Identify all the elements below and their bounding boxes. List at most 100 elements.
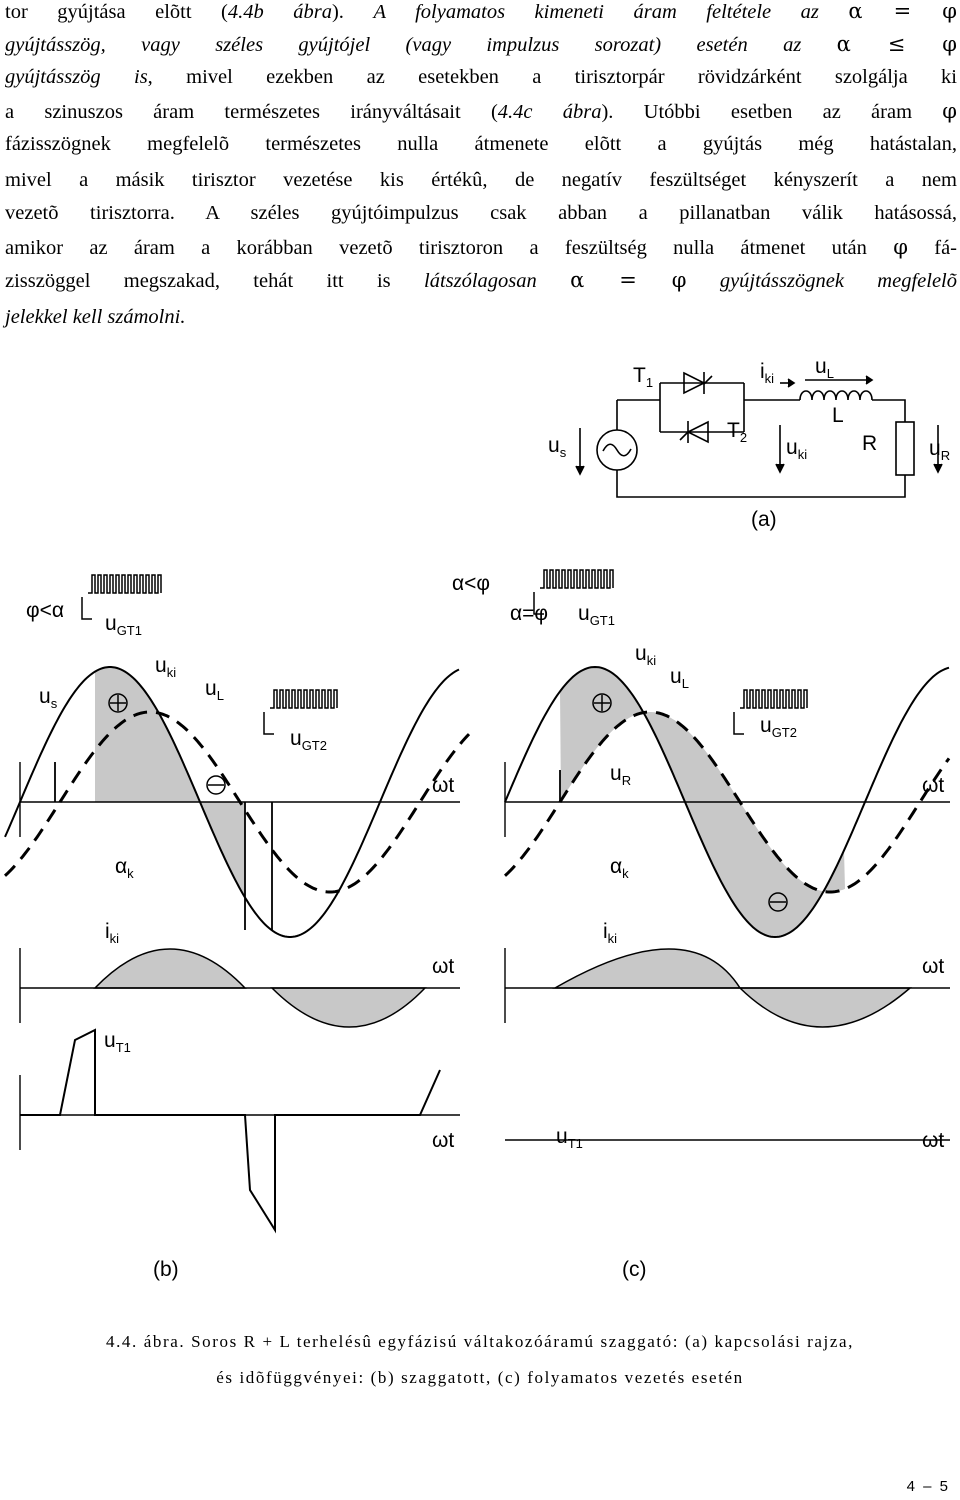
label-subscript: ki (608, 931, 618, 946)
label-subscript: k (622, 866, 629, 881)
label-uki: uki (635, 642, 656, 668)
panel-b-plots (3, 574, 471, 1234)
label-base: u (155, 654, 167, 677)
paragraph-text: jelekkel kell számolni. (5, 306, 186, 328)
label-us: us (39, 685, 58, 711)
minus-icon (206, 775, 226, 795)
label-subscript: R (941, 448, 950, 463)
label-phi-lt-alpha: φ<α (26, 599, 64, 622)
label-subscript: ki (798, 447, 808, 462)
waveform-plots (3, 569, 951, 1234)
label-base: u (929, 437, 941, 460)
resistor-icon (895, 421, 915, 476)
paragraph-text: α = φ (570, 268, 687, 292)
label-ugt1: uGT1 (105, 612, 142, 638)
label-subscript: ki (647, 653, 657, 668)
label-subscript: s (560, 445, 567, 460)
label-base: α (610, 855, 622, 878)
label-base: u (39, 685, 51, 708)
label-alpha-lt-phi: α<φ (452, 572, 490, 595)
paragraph-text: a szinuszos áram természetes irányváltás… (5, 101, 498, 123)
label-base: φ<α (26, 599, 64, 622)
label-base: u (578, 602, 590, 625)
label-base: α=φ (510, 602, 548, 625)
circuit-tag: (a) (751, 508, 777, 531)
label-ugt2: uGT2 (760, 714, 797, 740)
label-ut1: uT1 (556, 1125, 583, 1151)
label-base: u (290, 727, 302, 750)
label-base: (c) (622, 1258, 647, 1281)
label-base: ωt (432, 774, 454, 797)
gate-pulse-train (270, 689, 338, 709)
label-base: u (104, 1029, 116, 1052)
paragraph-text: φ (893, 235, 908, 259)
paragraph-text: φ (942, 99, 957, 123)
paragraph-line: a szinuszos áram természetes irányváltás… (5, 95, 957, 128)
paragraph-line: fázisszögnek megfelelõ természetes nulla… (5, 128, 957, 161)
label-subscript: T1 (568, 1136, 583, 1151)
label-base: α<φ (452, 572, 490, 595)
label-alpha-eq-phi: α=φ (510, 602, 548, 625)
paragraph-line: mivel a másik tirisztor vezetése kis ért… (5, 164, 957, 197)
label-us: us (548, 434, 567, 460)
label-base: u (205, 677, 217, 700)
paragraph-line: gyújtásszög, vagy széles gyújtójel (vagy… (5, 28, 957, 61)
page-number: 4 – 5 (906, 1478, 950, 1495)
label-omega-t: ωt (922, 955, 944, 978)
paragraph-text: tor gyújtása elõtt ( (5, 1, 228, 23)
paragraph-text: gyújtásszögnek megfelelõ (686, 270, 957, 292)
label-subscript: ki (110, 931, 120, 946)
label-base: ωt (432, 1129, 454, 1152)
label-subscript: GT1 (117, 623, 142, 638)
gate-pulse-train (740, 689, 808, 709)
label-base: u (670, 665, 682, 688)
label-iki: iki (760, 360, 774, 386)
paragraph-text: α ≤ φ (836, 32, 957, 56)
paragraph-text: 4.4b ábra (227, 1, 332, 23)
label-base: u (815, 355, 827, 378)
label-inductance: L (832, 404, 844, 427)
label-ugt2: uGT2 (290, 727, 327, 753)
paragraph-line: zisszöggel megszakad, tehát itt is látsz… (5, 264, 957, 297)
label-subscript: L (827, 366, 834, 381)
paragraph-text: amikor az áram a korábban vezetõ tiriszt… (5, 237, 894, 259)
paragraph-line: gyújtásszög is, mivel ezekben az esetekb… (5, 61, 957, 94)
figure-labels: T1ikiuLLT2usukiRuR(a)φ<αuGT1ukiuLusuGT2u… (26, 355, 950, 1281)
paragraph-text: mivel a másik tirisztor vezetése kis ért… (5, 169, 957, 191)
panel-c-tag: (c) (622, 1258, 647, 1281)
plus-icon (592, 693, 612, 713)
label-alpha-k: αk (610, 855, 629, 881)
label-base: ωt (432, 955, 454, 978)
paragraph-text: ). (331, 1, 374, 23)
label-subscript: T1 (116, 1040, 131, 1055)
label-t2: T2 (727, 419, 747, 445)
label-base: u (786, 436, 798, 459)
inductor-icon (799, 390, 873, 401)
label-omega-t: ωt (432, 955, 454, 978)
thyristor-t1-icon (683, 371, 713, 395)
panel-b-tag: (b) (153, 1258, 179, 1281)
label-ul: uL (815, 355, 834, 381)
paragraph-text: gyújtásszög, vagy széles gyújtójel (vagy… (5, 34, 837, 56)
minus-icon (768, 892, 788, 912)
label-subscript: 2 (740, 430, 747, 445)
label-base: u (548, 434, 560, 457)
label-omega-t: ωt (432, 1129, 454, 1152)
paragraph-text: látszólagosan (424, 270, 571, 292)
label-subscript: ki (765, 371, 775, 386)
paragraph-line: vezetõ tirisztorra. A széles gyújtóimpul… (5, 197, 957, 230)
ac-source-icon (596, 429, 638, 471)
label-base: T (727, 419, 740, 442)
label-alpha-k: αk (115, 855, 134, 881)
paragraph-line: amikor az áram a korábban vezetõ tiriszt… (5, 231, 957, 264)
label-ul: uL (205, 677, 224, 703)
label-subscript: 1 (646, 375, 653, 390)
paragraph-text: 4.4c ábra (497, 101, 602, 123)
label-base: u (105, 612, 117, 635)
paragraph-text: ). Utóbbi esetben az áram (601, 101, 943, 123)
paragraph-text: fá- (907, 237, 957, 259)
label-base: R (862, 432, 877, 455)
label-subscript: k (127, 866, 134, 881)
paragraph-text: , mivel ezekben az esetekben a tirisztor… (147, 66, 957, 88)
